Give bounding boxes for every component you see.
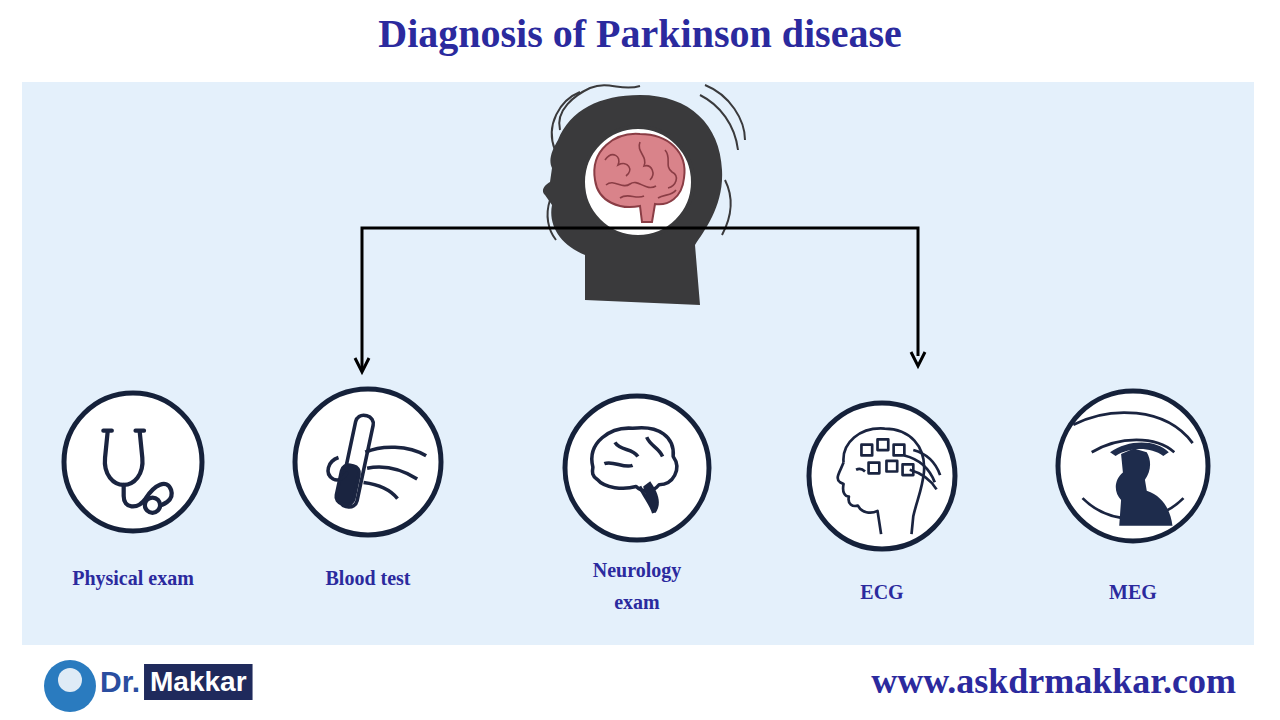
tremor-lines	[548, 85, 745, 240]
exam-label: Blood test	[273, 562, 463, 594]
logo-bar	[144, 664, 253, 700]
circle-outline	[1058, 391, 1208, 541]
head-silhouette	[543, 95, 722, 305]
exam-circle: ECG	[806, 400, 958, 552]
logo-text: Dr.	[100, 665, 140, 699]
panel	[22, 82, 1254, 645]
logo-text: Makkar	[150, 666, 247, 698]
exam-label: Physical exam	[38, 562, 228, 594]
exam-circle: Neurology exam	[562, 393, 712, 543]
brain-circle	[583, 127, 693, 237]
circle-outline	[295, 389, 441, 535]
exam-icon	[103, 431, 171, 513]
bracket-lines	[362, 228, 918, 370]
circle-outline	[1055, 388, 1211, 544]
circle-outline	[61, 390, 205, 534]
diagram-title: Diagnosis of Parkinson disease	[0, 10, 1280, 57]
logo-badge	[44, 660, 96, 712]
logo-badge	[58, 668, 82, 692]
circle-outline	[809, 403, 955, 549]
exam-label: Neurology exam	[577, 554, 697, 618]
exam-icon	[592, 428, 677, 513]
exam-circle: MEG	[1055, 388, 1211, 544]
exam-label: MEG	[1038, 576, 1228, 608]
arrow-head	[911, 352, 925, 366]
circle-outline	[806, 400, 958, 552]
brain-picture	[594, 134, 684, 222]
circle-outline	[562, 393, 712, 543]
website-url: www.askdrmakkar.com	[871, 660, 1236, 702]
exam-circle: Physical exam	[61, 390, 205, 534]
circle-outline	[565, 396, 709, 540]
circle-outline	[64, 393, 202, 531]
exam-icon	[1073, 413, 1192, 526]
circle-outline	[292, 386, 444, 538]
arrow-head	[355, 358, 369, 372]
exam-icon	[838, 428, 940, 534]
exam-circle: Blood test	[292, 386, 444, 538]
exam-icon	[328, 414, 426, 509]
exam-label: ECG	[787, 576, 977, 608]
